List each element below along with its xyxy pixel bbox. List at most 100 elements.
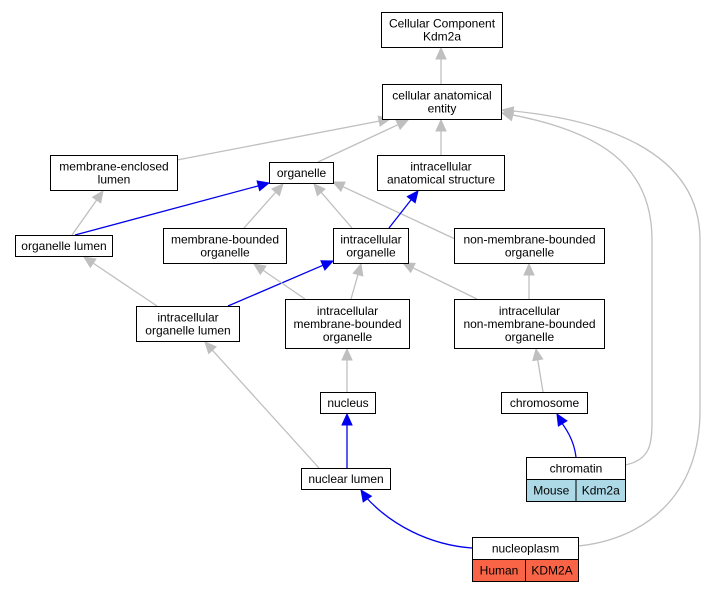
arrowhead xyxy=(271,183,284,197)
node-box xyxy=(136,306,240,342)
arrowhead xyxy=(82,256,97,269)
arrowhead xyxy=(360,489,373,503)
node-label: entity xyxy=(428,102,457,116)
node-box xyxy=(454,228,605,264)
node-label: lumen xyxy=(98,173,131,187)
node-label: intracellular xyxy=(410,160,471,174)
node-org[interactable]: organelle xyxy=(269,162,334,184)
node-label: organelle xyxy=(323,330,373,344)
node-label: nuclear lumen xyxy=(308,472,383,486)
node-box xyxy=(381,12,503,48)
edge-io-to-org xyxy=(313,183,353,229)
arrowhead xyxy=(556,412,568,427)
node-box xyxy=(333,228,409,264)
node-label: non-membrane-bounded xyxy=(463,233,595,247)
edge-iol-to-ol xyxy=(82,256,158,307)
edge-imbo-to-mbo xyxy=(253,263,306,300)
node-label: Kdm2a xyxy=(423,30,461,44)
node-ol[interactable]: organelle lumen xyxy=(15,235,113,257)
node-box xyxy=(377,155,505,191)
arrowhead xyxy=(253,263,267,276)
edge-npl-to-nl xyxy=(360,489,473,549)
node-label: organelle lumen xyxy=(145,324,230,338)
node-label: chromosome xyxy=(510,396,580,410)
node-label: intracellular xyxy=(157,311,218,325)
node-label: nucleoplasm xyxy=(492,542,559,556)
badge-label: KDM2A xyxy=(531,564,572,578)
node-label: organelle lumen xyxy=(21,239,106,253)
node-box xyxy=(285,299,410,349)
edge-chrm-to-chr xyxy=(556,412,577,458)
node-label: anatomical structure xyxy=(387,173,495,187)
arrowhead xyxy=(395,119,410,131)
arrowhead xyxy=(331,181,346,193)
edge-org-to-cae xyxy=(317,119,410,163)
node-label: intracellular xyxy=(340,233,401,247)
edge-io-to-ias xyxy=(388,190,419,229)
node-chr[interactable]: chromosome xyxy=(501,392,588,414)
arrowhead xyxy=(341,347,353,361)
arrowhead xyxy=(435,46,447,60)
edge-ias-to-cae xyxy=(435,118,447,155)
node-label: non-membrane-bounded xyxy=(463,317,595,331)
badge-label: Mouse xyxy=(533,484,569,498)
node-box xyxy=(50,155,178,191)
edge-mbo-to-org xyxy=(243,183,284,229)
node-nuc[interactable]: nucleus xyxy=(320,392,376,414)
arrowhead xyxy=(352,262,364,277)
arrowhead xyxy=(204,341,217,355)
edge-nmbo-to-org xyxy=(331,181,456,240)
node-label: nucleus xyxy=(327,396,368,410)
arrowhead xyxy=(313,183,326,197)
edge-nuc-to-imbo xyxy=(341,347,353,392)
species-badge xyxy=(575,479,626,502)
edge-npl-to-cae xyxy=(500,106,701,547)
node-label: membrane-bounded xyxy=(293,317,401,331)
node-label: organelle xyxy=(505,246,555,260)
arrowhead xyxy=(435,118,447,132)
edge-mel-to-cae xyxy=(176,115,392,161)
arrowhead xyxy=(341,412,353,426)
edge-nl-to-iol xyxy=(204,341,320,469)
edge-ol-to-org xyxy=(74,180,271,236)
node-label: organelle xyxy=(346,246,396,260)
node-label: membrane-enclosed xyxy=(59,160,168,174)
edge-inmbo-to-io xyxy=(401,262,478,300)
edge-nl-to-nuc xyxy=(341,412,353,468)
node-label: organelle xyxy=(505,330,555,344)
node-box xyxy=(320,392,376,414)
edge-ol-to-mel xyxy=(71,190,104,236)
node-label: Cellular Component xyxy=(389,17,496,31)
arrowhead xyxy=(523,262,535,276)
node-label: chromatin xyxy=(550,462,603,476)
edge-imbo-to-io xyxy=(350,262,364,300)
node-box xyxy=(454,299,605,349)
badge-label: Human xyxy=(480,564,519,578)
arrowhead xyxy=(320,260,335,271)
node-label: membrane-bounded xyxy=(171,233,279,247)
arrowhead xyxy=(91,190,104,204)
node-box xyxy=(269,162,334,184)
arrowhead xyxy=(406,190,419,204)
node-label: organelle xyxy=(277,166,327,180)
edges-layer xyxy=(71,46,701,549)
species-badge xyxy=(525,559,579,582)
node-inmbo[interactable]: intracellularnon-membrane-boundedorganel… xyxy=(454,299,605,349)
node-nl[interactable]: nuclear lumen xyxy=(301,468,391,490)
node-box xyxy=(382,84,502,120)
node-box xyxy=(501,392,588,414)
node-box xyxy=(163,228,287,264)
